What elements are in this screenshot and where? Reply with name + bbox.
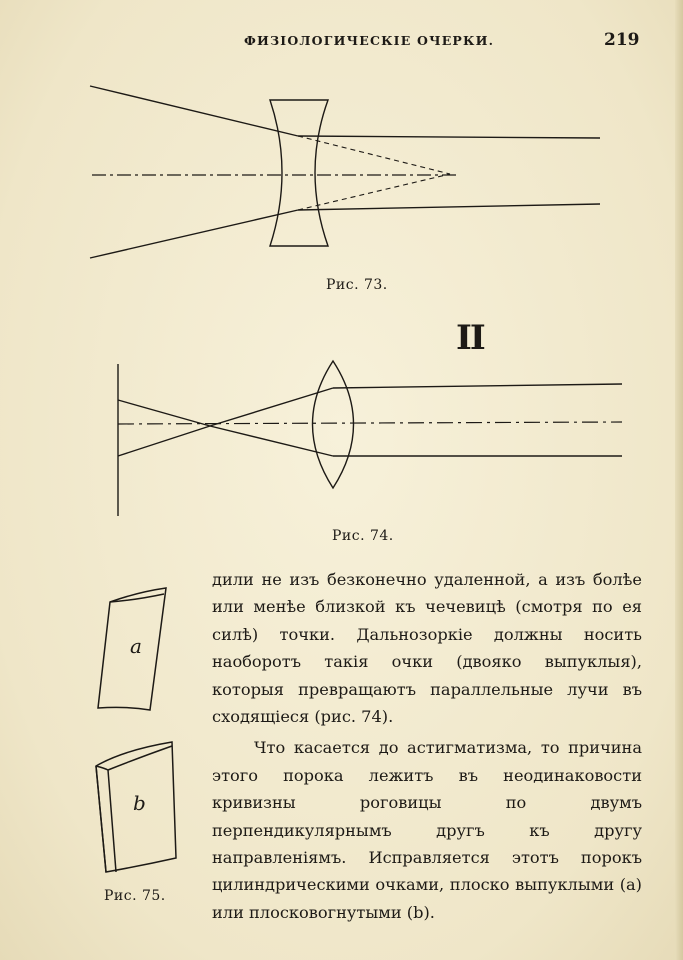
figure-75-cylindrical-lenses [95, 587, 177, 873]
figure-73-diverging-lens-diagram [89, 85, 601, 259]
paragraph-2: Что касается до астигматизма, то причина… [212, 738, 642, 922]
running-header: ФИЗІОЛОГИЧЕСКІЕ ОЧЕРКИ. [244, 33, 495, 48]
concave-lens [269, 99, 329, 247]
figure-mark: II [456, 318, 486, 358]
virtual-ray-top [297, 135, 451, 175]
optical-axis [117, 421, 623, 425]
lens-label-a: a [130, 634, 142, 658]
body-text: дили не изъ безконечно удаленной, а изъ … [212, 566, 642, 926]
figure-74-caption: Рис. 74. [332, 528, 394, 544]
page-number: 219 [604, 30, 640, 50]
ray-top-outgoing [297, 135, 601, 139]
ray-upper-left [117, 399, 211, 427]
convex-lens [311, 359, 355, 490]
ray-lower-left [117, 425, 211, 457]
ray-lower-to-lens [209, 387, 334, 427]
ray-bottom-outgoing [297, 203, 601, 211]
virtual-ray-bottom [297, 173, 451, 211]
ray-bottom-incoming [89, 209, 299, 259]
ray-upper-to-lens [209, 425, 334, 457]
figure-75-caption: Рис. 75. [104, 888, 166, 904]
cylindrical-lens-a [97, 587, 167, 711]
figure-73-caption: Рис. 73. [326, 277, 388, 293]
ray-top-incoming [89, 85, 299, 137]
page-edge [675, 0, 683, 960]
ray-parallel-top [332, 383, 623, 389]
figure-74-converging-lens-diagram [117, 359, 623, 516]
cylindrical-lens-b [95, 741, 177, 873]
paragraph-1: дили не изъ безконечно удаленной, а изъ … [212, 570, 642, 727]
lens-label-b: b [133, 791, 146, 815]
